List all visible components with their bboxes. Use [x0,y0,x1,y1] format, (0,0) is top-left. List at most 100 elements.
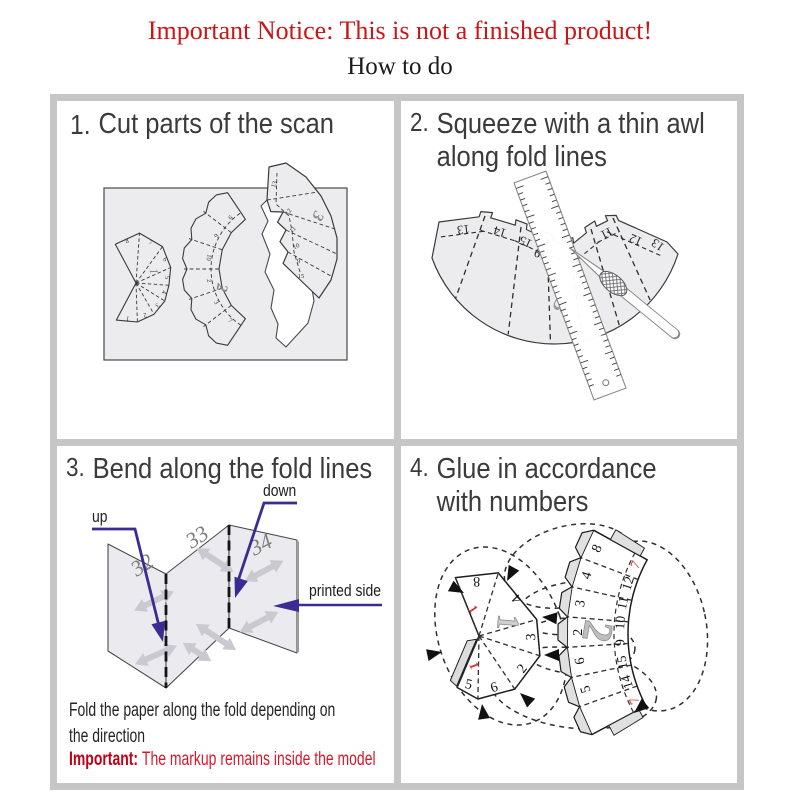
fold-line [556,296,562,300]
diagram-shape [633,698,649,713]
fold-line [544,182,550,185]
diagram-shape [558,645,572,678]
diagram-number: 5 [578,683,594,694]
fold-line [547,272,556,277]
diagram-number: 15 [516,233,533,251]
fold-line [456,635,480,688]
fold-line [287,251,332,277]
diagram-number: 11 [614,594,631,610]
diagram-number: 8 [472,573,480,588]
diagram-number: 2 [143,311,148,319]
panel-3-important: Important: The markup remains inside the… [69,749,376,771]
diagram-number: 9 [532,245,543,260]
fold-line [593,321,602,326]
fold-line [569,330,577,335]
fold-line [577,355,583,358]
diagram-shape [573,705,593,735]
fold-line [203,211,232,233]
diagram-number: 10 [292,242,301,251]
glue-connection-arc [433,545,568,726]
diagram-shape [151,620,165,642]
fold-line [611,362,617,366]
diagram-number: 12 [618,574,636,591]
fold-line [545,238,551,343]
fold-line [576,269,582,273]
fold-line [479,229,517,242]
diagram-number: 8 [125,238,130,246]
fold-line [188,287,223,300]
fold-line [551,199,557,203]
fold-line [568,246,574,249]
diagram-number: 6 [572,656,588,665]
diagram-shape [477,703,490,720]
fold-line [236,501,297,581]
fold-line [92,527,161,626]
diagram-number: 13 [270,180,279,189]
fold-line [561,234,570,239]
fold-line [571,585,632,601]
diagram-number: 10 [612,615,628,630]
important-text: The markup remains inside the model [141,748,376,770]
panel-3-caption: Fold the paper along the fold depending … [69,699,336,747]
fold-line [588,384,594,387]
diagram-number: 9 [612,638,627,646]
diagram-number: 5 [163,275,170,279]
fold-line [135,282,138,323]
diagram-shape [297,539,299,653]
fold-line [478,634,540,656]
panel-1-heading: 1.Cut parts of the scan [70,108,334,141]
page-subtitle: How to do [347,53,453,80]
fold-line [598,327,604,331]
fold-line [539,250,545,253]
fold-line [566,325,572,329]
diagram-number: 11 [598,224,615,242]
diagram-number: 9 [296,258,301,266]
fold-line [604,350,613,355]
diagram-number: 4 [579,570,595,581]
fold-line [526,214,535,219]
diagram-number: 13 [456,222,470,237]
fold-line [564,320,570,323]
fold-line [581,366,587,370]
fold-line [578,684,637,707]
panel-4-number: 4. [409,453,429,482]
fold-line [266,191,319,201]
diagram-number: 2 [571,628,586,635]
fold-line [210,212,242,326]
fold-line [570,663,631,678]
fold-line [555,211,561,214]
panel-2-number: 2. [409,109,429,137]
fold-line [545,267,551,271]
fold-line [584,372,590,376]
glue-connection-arc [599,271,627,296]
fold-line [541,256,547,259]
fold-line [478,618,537,637]
fold-line [507,226,522,335]
fold-line [571,337,577,341]
diagram-shape [564,556,582,588]
diagram-shape [195,623,237,650]
diagram-number: 1 [125,314,130,322]
glue-piece-1 [454,571,541,700]
fold-line [615,374,621,377]
fold-line [609,356,615,360]
panel-3-title: Bend along the fold lines [92,452,373,485]
fold-line [546,187,552,191]
diagram-shape [574,529,595,559]
fold-line [524,209,530,213]
fold-line [549,193,555,197]
fold-line [549,279,555,283]
fold-line [536,243,545,248]
diagram-shape [234,576,248,598]
panel-1-title: Cut parts of the scan [98,108,334,140]
fold-line [530,227,536,230]
fold-line [596,230,620,243]
fold-line [561,228,567,232]
diagram-number: 6 [212,232,220,239]
fold-line [539,176,548,180]
diagram-number: 12 [627,231,644,249]
